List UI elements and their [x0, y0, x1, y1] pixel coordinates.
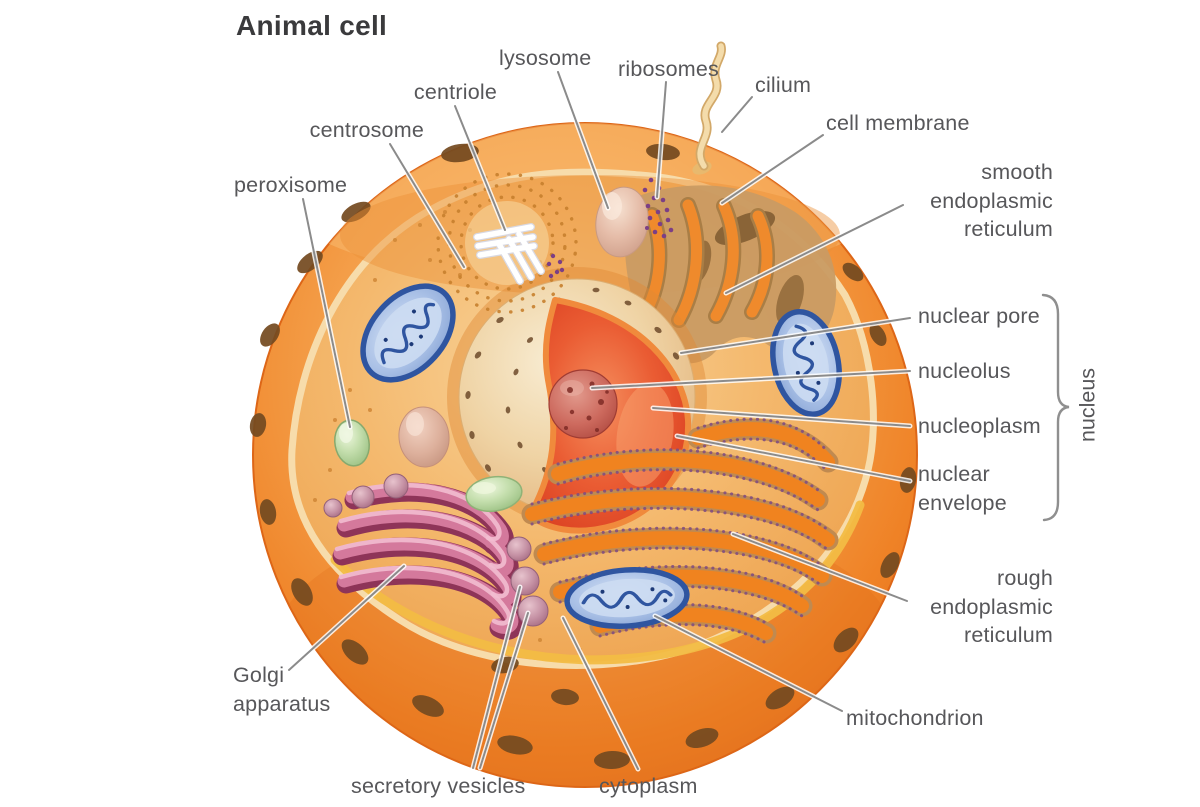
leader-lines — [286, 69, 913, 772]
label-centriole: centriole — [413, 80, 497, 104]
nucleolus-graphic — [548, 369, 618, 439]
leader-peroxisome — [302, 198, 351, 428]
label-cilium: cilium — [755, 73, 812, 97]
leader-golgi — [288, 565, 405, 671]
nucleus-bracket — [1041, 293, 1070, 522]
leader-secretory-vesicle-2 — [479, 612, 529, 769]
label-golgi-apparatus: Golgi apparatus — [233, 663, 331, 716]
cilium-graphic — [692, 41, 726, 175]
label-cytoplasm: cytoplasm — [599, 774, 698, 798]
leader-smooth-er — [725, 204, 904, 294]
leader-nucleolus — [591, 370, 911, 389]
ribosomes-graphic — [642, 177, 674, 239]
label-lysosome: lysosome — [499, 46, 592, 70]
label-cell-membrane: cell membrane — [826, 111, 970, 135]
label-nucleoplasm: nucleoplasm — [918, 414, 1041, 438]
label-nuclear-envelope: nuclear envelope — [918, 462, 1007, 515]
label-nucleus: nucleus — [1075, 367, 1100, 443]
centrosome-graphic — [436, 172, 578, 314]
ribosomes-graphic-small — [546, 253, 565, 279]
leader-lysosome — [557, 71, 609, 209]
leader-centrosome — [389, 143, 465, 268]
label-rough-er: rough endoplasmic reticulum — [930, 566, 1053, 647]
leader-nucleoplasm — [652, 407, 911, 427]
label-ribosomes: ribosomes — [618, 57, 719, 81]
leader-ribosomes — [656, 81, 667, 198]
leader-nuclear-envelope — [676, 435, 911, 482]
label-mitochondrion: mitochondrion — [846, 706, 984, 730]
leader-mitochondrion — [654, 615, 843, 712]
leader-rough-er — [732, 533, 908, 602]
leader-cilium — [721, 96, 753, 133]
label-smooth-er: smooth endoplasmic reticulum — [930, 160, 1053, 241]
label-nuclear-pore: nuclear pore — [918, 304, 1040, 328]
label-centrosome: centrosome — [309, 118, 424, 142]
peroxisome-graphic-2 — [465, 475, 523, 513]
mitochondrion-graphic-right — [770, 308, 842, 418]
leader-centriole — [454, 105, 506, 231]
label-nucleolus: nucleolus — [918, 359, 1011, 383]
vesicle-oval-graphic — [398, 406, 450, 468]
page-title: Animal cell — [236, 10, 388, 41]
mitochondrion-graphic-top-left — [360, 283, 456, 383]
label-peroxisome: peroxisome — [234, 173, 348, 197]
label-secretory-vesicles: secretory vesicles — [351, 774, 526, 798]
leader-cell-membrane — [721, 134, 824, 204]
leader-secretory-vesicle-1 — [472, 586, 521, 769]
leader-nuclear-pore — [680, 317, 911, 354]
mitochondrion-graphic-bottom — [564, 567, 690, 629]
leader-cytoplasm — [562, 617, 639, 770]
